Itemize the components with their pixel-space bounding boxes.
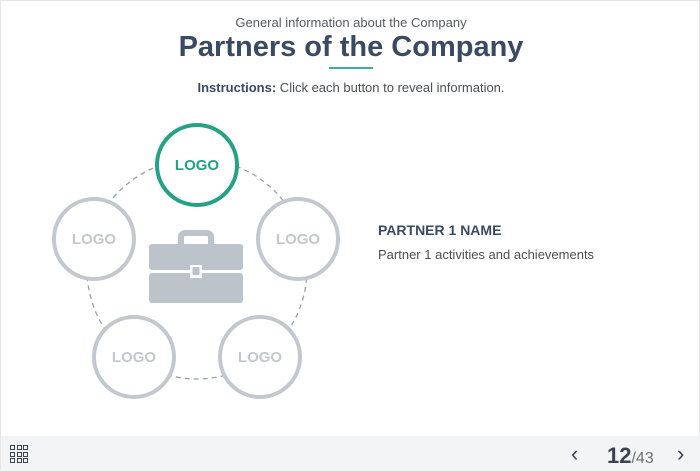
partner-logo-button-2[interactable]: LOGO bbox=[256, 197, 340, 281]
page-subtitle: General information about the Company bbox=[235, 15, 467, 30]
instructions: Instructions: Click each button to revea… bbox=[1, 80, 700, 95]
partner-logo-button-1[interactable]: LOGO bbox=[155, 123, 239, 207]
briefcase-icon bbox=[149, 230, 243, 303]
page-title: Partners of the Company bbox=[178, 31, 524, 63]
partner-description: Partner 1 activities and achievements bbox=[378, 247, 595, 262]
page-counter: 12/43 bbox=[607, 443, 654, 469]
partners-diagram bbox=[86, 158, 308, 380]
partner-logo-button-5[interactable]: LOGO bbox=[52, 197, 136, 281]
instructions-text: Click each button to reveal information. bbox=[276, 80, 505, 95]
title-underline bbox=[329, 67, 373, 69]
instructions-label: Instructions: bbox=[197, 80, 277, 95]
menu-grid-icon[interactable] bbox=[10, 445, 28, 463]
prev-slide-button[interactable]: ‹ bbox=[571, 441, 579, 466]
footer-bar: ‹ 12/43 › bbox=[1, 436, 700, 471]
total-pages: /43 bbox=[631, 450, 654, 467]
partner-name: PARTNER 1 NAME bbox=[378, 222, 502, 238]
current-page: 12 bbox=[607, 443, 632, 468]
next-slide-button[interactable]: › bbox=[677, 441, 685, 466]
partner-logo-button-4[interactable]: LOGO bbox=[92, 315, 176, 399]
partner-logo-button-3[interactable]: LOGO bbox=[218, 315, 302, 399]
